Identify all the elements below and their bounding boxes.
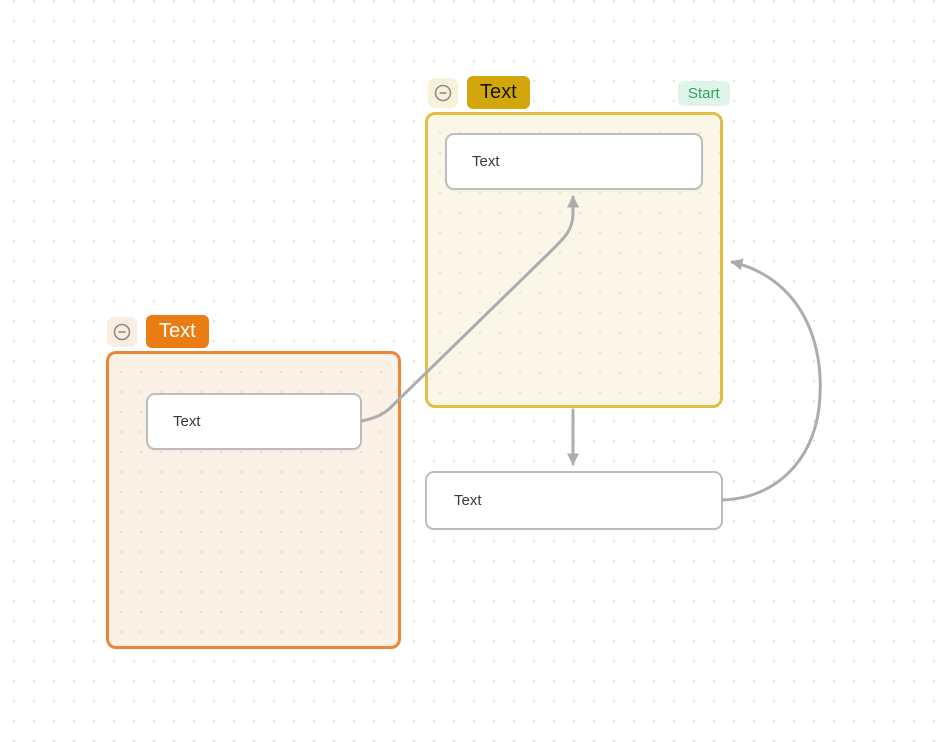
node-label: Text bbox=[173, 413, 201, 430]
flow-node[interactable]: Text bbox=[146, 393, 362, 450]
frame-orange-header: Text bbox=[107, 315, 209, 348]
collapse-button[interactable] bbox=[428, 77, 458, 108]
node-label: Text bbox=[454, 492, 482, 509]
circle-minus-icon bbox=[113, 323, 131, 340]
circle-minus-icon bbox=[434, 84, 452, 101]
start-badge: Start bbox=[678, 81, 730, 106]
frame-start-header: Text bbox=[428, 76, 530, 109]
node-label: Text bbox=[472, 153, 500, 170]
frame-title-badge[interactable]: Text bbox=[467, 76, 530, 109]
flow-node[interactable]: Text bbox=[425, 471, 723, 530]
frame-title-badge[interactable]: Text bbox=[146, 315, 209, 348]
flow-node[interactable]: Text bbox=[445, 133, 703, 190]
connector-standalone-node-to-start-frame[interactable] bbox=[721, 258, 822, 502]
collapse-button[interactable] bbox=[107, 316, 137, 347]
